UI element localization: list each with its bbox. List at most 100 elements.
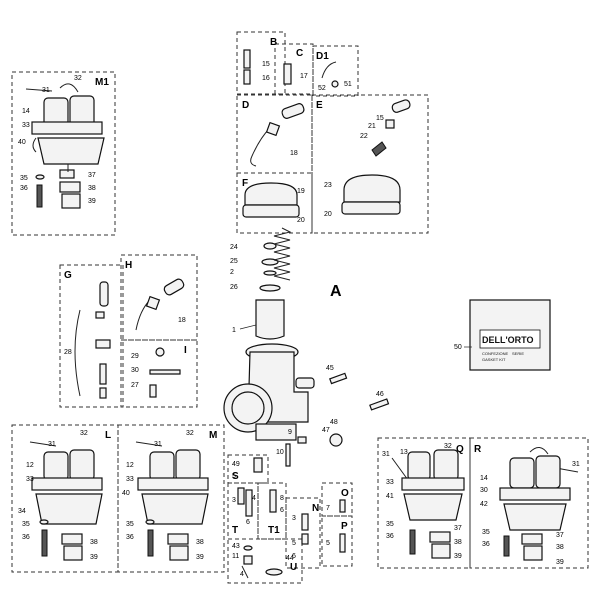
svg-text:43: 43 [232,543,240,550]
svg-text:48: 48 [330,419,338,426]
svg-text:11: 11 [232,553,239,560]
svg-text:37: 37 [88,172,96,179]
g-needle-parts: 28 [64,281,111,399]
misc-screws: 45 46 47 48 9 10 [276,365,390,467]
group-e-label: E [316,100,323,111]
svg-text:5: 5 [292,540,296,547]
svg-text:6: 6 [292,553,296,560]
svg-text:6: 6 [280,507,284,514]
svg-text:46: 46 [376,391,384,398]
group-c-box [274,43,314,95]
l-float-assembly: 31 32 12 33 34 35 36 38 39 [18,430,103,561]
svg-text:40: 40 [18,139,26,146]
svg-text:8: 8 [280,495,284,502]
svg-text:3: 3 [292,515,296,522]
group-f-box [236,172,313,234]
group-g-box [59,264,124,408]
svg-text:SERIE: SERIE [512,351,524,356]
svg-text:35: 35 [20,175,28,182]
group-g-label: G [64,270,72,281]
svg-text:25: 25 [230,258,238,265]
group-u-label: U [290,562,297,573]
group-o-label: O [341,488,349,499]
group-r-label: R [474,444,482,455]
svg-text:44: 44 [286,555,294,562]
group-b-label: B [270,37,277,48]
svg-text:5: 5 [232,473,236,480]
svg-text:41: 41 [386,493,394,500]
m1-float-assembly [25,83,105,209]
svg-text:33: 33 [126,476,134,483]
group-i-label: I [184,345,187,356]
svg-text:38: 38 [556,544,564,551]
svg-text:GASKET KIT: GASKET KIT [482,357,506,362]
svg-text:35: 35 [22,521,30,528]
svg-text:9: 9 [288,429,292,436]
i-lever: 29 30 27 [131,347,181,398]
svg-text:39: 39 [454,553,462,560]
svg-text:19: 19 [297,188,305,195]
svg-text:38: 38 [196,539,204,546]
group-m-box [117,424,225,573]
gasket-kit: DELL'ORTO CONFEZIONE SERIE GASKET KIT 50 [454,299,551,371]
svg-text:30: 30 [131,367,139,374]
svg-text:33: 33 [386,479,394,486]
svg-text:21: 21 [368,123,376,130]
group-p-box [321,515,353,567]
svg-text:47: 47 [322,427,330,434]
svg-text:17: 17 [300,73,308,80]
group-l-label: L [105,430,111,441]
r-float-assembly: 31 14 30 42 35 36 37 38 39 [480,447,580,566]
svg-text:13: 13 [400,449,408,456]
svg-text:32: 32 [74,75,82,82]
svg-text:4: 4 [240,571,244,578]
svg-text:23: 23 [324,182,332,189]
svg-text:36: 36 [386,533,394,540]
svg-text:14: 14 [480,475,488,482]
svg-text:32: 32 [444,443,452,450]
svg-text:1: 1 [232,327,236,334]
svg-text:49: 49 [232,461,240,468]
group-t-label: T [232,525,238,536]
svg-text:33: 33 [26,476,34,483]
svg-text:38: 38 [90,539,98,546]
svg-text:22: 22 [360,133,368,140]
svg-text:32: 32 [80,430,88,437]
group-n-label: N [312,503,319,514]
group-n-box [285,497,321,569]
group-m1-box [11,71,116,236]
svg-text:4: 4 [252,495,256,502]
group-l-box [11,424,119,573]
group-p-label: P [341,521,348,532]
m-float-assembly: 31 32 12 33 40 35 36 38 39 [122,430,209,561]
svg-text:18: 18 [178,317,186,324]
svg-text:5: 5 [326,540,330,547]
group-r-box [469,437,589,569]
svg-text:12: 12 [26,462,34,469]
svg-text:36: 36 [22,534,30,541]
group-t1-label: T1 [268,525,280,536]
svg-text:31: 31 [382,451,390,458]
group-s-box [227,454,269,484]
m1-part-numbers: 31 32 14 33 40 35 37 36 38 39 [18,75,96,205]
svg-text:15: 15 [262,61,270,68]
svg-text:31: 31 [42,87,50,94]
svg-text:52: 52 [318,85,326,92]
svg-text:18: 18 [290,150,298,157]
svg-text:26: 26 [230,284,238,291]
small-jets-groups: 49 5 3 4 6 8 6 3 5 6 7 5 43 11 44 4 [232,457,346,579]
group-c-label: C [296,48,303,59]
svg-text:42: 42 [480,501,488,508]
svg-text:31: 31 [572,461,580,468]
f-top-cap: 19 20 [242,182,305,224]
c-jet: 17 [283,63,308,85]
group-f-label: F [242,178,248,189]
q-float-assembly: 31 13 32 33 41 35 36 38 39 37 [382,443,465,560]
svg-text:31: 31 [48,441,56,448]
slide-and-spring: 24 25 2 26 1 [230,227,292,340]
group-e-box [311,94,429,234]
group-d-label: D [242,100,249,111]
group-d1-label: D1 [316,51,329,62]
carburetor-body [223,343,315,441]
